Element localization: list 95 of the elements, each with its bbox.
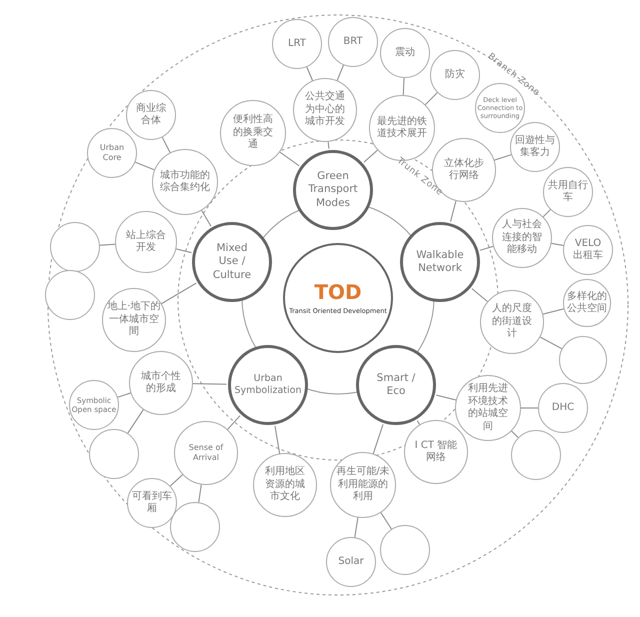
topic-circle bbox=[430, 50, 480, 100]
topic-circle bbox=[563, 225, 613, 275]
node-label: Sense of Arrival bbox=[188, 443, 224, 463]
connector-line bbox=[198, 484, 202, 503]
empty-circle bbox=[511, 430, 561, 480]
connector-line bbox=[551, 242, 564, 246]
node-label: Mixed Use / Culture bbox=[212, 242, 252, 282]
connector-line bbox=[161, 282, 197, 304]
node-label: DHC bbox=[550, 402, 576, 414]
connector-line bbox=[471, 288, 488, 302]
connector-line bbox=[176, 248, 192, 254]
node-label: Solar bbox=[337, 556, 365, 568]
empty-circle bbox=[559, 336, 607, 384]
node-label: 公共交通为中心的城市开发 bbox=[304, 91, 346, 129]
theme-circle bbox=[192, 222, 272, 302]
node-label: 城市个性的形成 bbox=[140, 370, 182, 396]
empty-circle bbox=[170, 502, 220, 552]
node-label: 便利性高的换乘交通 bbox=[232, 114, 274, 152]
topic-circle bbox=[87, 128, 137, 178]
node-label: 人与社会连接的智能移动 bbox=[501, 219, 543, 257]
node-label: 防灾 bbox=[444, 68, 466, 82]
connector-line bbox=[372, 424, 384, 454]
node-label: 共用自行车 bbox=[547, 180, 589, 204]
node-label: 可看到车厢 bbox=[131, 490, 173, 516]
topic-circle bbox=[126, 90, 176, 140]
connector-line bbox=[336, 64, 344, 81]
empty-circle bbox=[50, 222, 100, 272]
node-label: 商业综合体 bbox=[135, 102, 167, 128]
empty-circle bbox=[45, 270, 95, 320]
node-label: Walkable Network bbox=[415, 248, 465, 276]
empty-circle bbox=[89, 429, 139, 479]
connector-line bbox=[511, 430, 519, 438]
node-label: 人的尺度的街道设计 bbox=[491, 303, 533, 341]
node-label: I CT 智能网络 bbox=[414, 440, 458, 464]
topic-circle bbox=[380, 28, 430, 78]
node-label: 最先进的铁道技术展开 bbox=[376, 116, 428, 140]
node-label: Smart / Eco bbox=[376, 372, 416, 398]
node-label: 城市功能的综合集约化 bbox=[159, 170, 211, 194]
topic-circle bbox=[69, 380, 119, 430]
node-label: Green Transport Modes bbox=[307, 170, 359, 210]
connector-line bbox=[479, 246, 494, 251]
connector-line bbox=[354, 517, 358, 538]
connector-line bbox=[134, 162, 155, 170]
title-text: TOD bbox=[313, 280, 363, 306]
connector-line bbox=[494, 154, 512, 161]
empty-circle bbox=[380, 525, 430, 575]
node-label: BRT bbox=[342, 36, 364, 48]
connector-line bbox=[540, 336, 562, 350]
topic-circle bbox=[563, 279, 611, 327]
topic-circle bbox=[326, 537, 376, 587]
topic-circle bbox=[543, 167, 593, 217]
connector-line bbox=[162, 136, 171, 154]
topic-circle bbox=[492, 208, 552, 268]
topic-circle bbox=[404, 420, 468, 484]
node-label: 立体化步行网络 bbox=[443, 158, 485, 182]
node-label: 站上综合开发 bbox=[125, 230, 167, 254]
connector-line bbox=[542, 308, 564, 315]
topic-circle bbox=[510, 122, 560, 172]
connector-line bbox=[328, 141, 330, 150]
connector-line bbox=[380, 512, 392, 530]
connector-line bbox=[99, 244, 116, 246]
node-label: VELO 出租车 bbox=[572, 238, 604, 262]
connector-line bbox=[306, 66, 313, 81]
connector-line bbox=[192, 383, 227, 385]
topic-circle bbox=[455, 375, 521, 441]
connector-line bbox=[127, 409, 144, 434]
connector-line bbox=[450, 200, 456, 222]
connector-line bbox=[363, 150, 378, 163]
connector-line bbox=[117, 392, 132, 398]
node-label: 地上·地下的一体城市空間 bbox=[107, 301, 161, 339]
topic-circle bbox=[538, 383, 588, 433]
connector-line bbox=[542, 209, 551, 218]
topic-circle bbox=[129, 351, 193, 415]
node-label: LRT bbox=[287, 38, 307, 50]
node-label: 再生可能/未利用能源的利用 bbox=[336, 466, 390, 504]
connector-line bbox=[416, 420, 420, 425]
node-label: 震动 bbox=[394, 46, 416, 60]
connector-line bbox=[402, 78, 404, 96]
node-label: 多样化的公共空间 bbox=[566, 290, 608, 316]
node-label: Urban Core bbox=[98, 143, 126, 163]
connector-line bbox=[424, 92, 438, 106]
connector-line bbox=[170, 474, 183, 486]
node-label: 回遊性与集客力 bbox=[514, 134, 556, 160]
connector-line bbox=[436, 394, 456, 400]
connector-line bbox=[274, 425, 280, 454]
topic-circle bbox=[127, 478, 177, 528]
connector-line bbox=[227, 415, 240, 430]
node-label: 利用先进环境技术的站城空间 bbox=[467, 383, 509, 433]
topic-circle bbox=[328, 17, 378, 67]
connector-line bbox=[279, 152, 300, 166]
connector-line bbox=[201, 210, 212, 227]
topic-circle bbox=[174, 421, 238, 485]
node-label: Urban Symbolization bbox=[233, 373, 303, 397]
topic-circle bbox=[272, 19, 322, 69]
node-label: 利用地区资源的城市文化 bbox=[264, 466, 306, 504]
